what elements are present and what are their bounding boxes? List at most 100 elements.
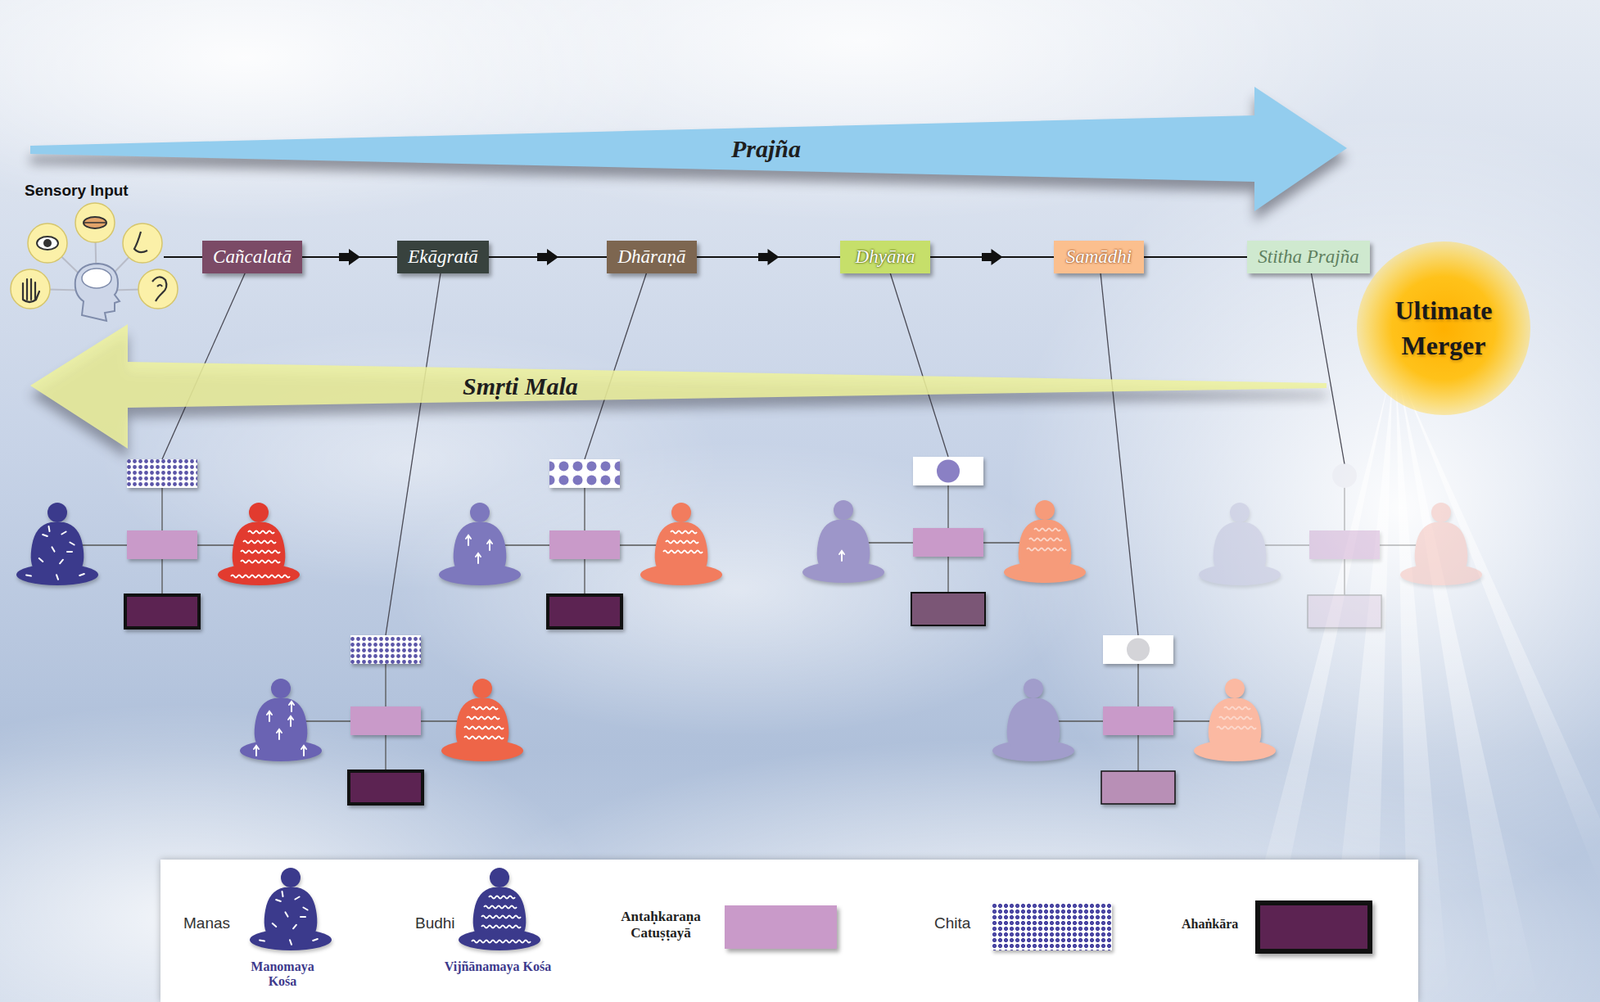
chita-box	[350, 635, 421, 665]
hand-icon	[10, 269, 50, 309]
chita-box	[126, 459, 198, 489]
ear-symbol	[152, 276, 167, 302]
chita-dot	[1126, 638, 1150, 662]
figure-head	[271, 678, 291, 699]
meditating-figure	[438, 502, 521, 586]
manas-arrow	[465, 535, 471, 546]
mind-group	[992, 635, 1276, 805]
legend-label: Manas	[183, 914, 231, 932]
figure-head	[489, 867, 510, 888]
manas-arrow	[475, 553, 481, 564]
figure-head	[280, 867, 301, 888]
manas-arrow	[301, 745, 307, 756]
nose-icon	[122, 223, 163, 263]
ahankara-box	[547, 595, 622, 629]
budhi-wave	[1224, 707, 1251, 710]
antahkarana-box	[549, 530, 620, 560]
ray	[1404, 384, 1600, 885]
sun-circle: Ultimate Merger	[1356, 241, 1531, 416]
mouth-icon	[75, 203, 115, 243]
meditating-figure	[1003, 500, 1086, 584]
figure-head	[671, 502, 692, 523]
meditating-figure	[1198, 502, 1281, 586]
manas-mark	[61, 532, 66, 535]
text-holder: Ahaṅkāra	[1181, 917, 1239, 932]
stage-box: Dhāraṇā	[606, 240, 697, 274]
arrow-band: Smṛti Mala	[30, 324, 1327, 449]
manas-mark	[79, 574, 85, 576]
manas-mark	[293, 925, 297, 930]
manas-mark	[300, 916, 306, 918]
flow-connector	[302, 256, 398, 258]
budhi-wave	[1029, 538, 1063, 542]
manas-arrow	[487, 540, 493, 551]
legend-label: Chita	[934, 914, 971, 932]
kosa-label: Vijñānamaya Kośa	[440, 959, 556, 975]
brain-symbol	[81, 268, 112, 289]
figure-body	[264, 887, 318, 937]
budhi-wave	[471, 940, 531, 944]
manas-mark	[312, 939, 318, 941]
budhi-wave	[481, 916, 521, 919]
manas-arrow	[253, 745, 259, 756]
stage-label: Samādhi	[1066, 246, 1133, 268]
ahankara-box	[348, 771, 423, 805]
ear-icon	[138, 269, 178, 309]
nose-symbol	[134, 231, 148, 253]
text-holder: Sensory Input	[24, 181, 129, 200]
input-label: Sensory Input	[24, 181, 129, 199]
chita-dot	[1332, 463, 1357, 489]
manas-mark	[272, 923, 277, 927]
band-shape	[30, 86, 1347, 212]
manas-mark	[259, 940, 265, 941]
manas-mark	[285, 912, 289, 917]
budhi-wave	[488, 896, 516, 900]
ahankara-box	[1101, 771, 1176, 805]
budhi-wave	[665, 541, 699, 544]
figure-body	[31, 522, 85, 572]
legend-label: Ahaṅkāra	[1181, 917, 1239, 932]
ray	[1400, 384, 1540, 1002]
mind-group	[802, 456, 1086, 626]
manas-mark	[48, 526, 50, 532]
meditating-figure	[16, 502, 99, 586]
text-holder: Budhi	[415, 914, 456, 933]
legend-label: Antaḥkaraṇa Catuṣṭayā	[599, 908, 723, 942]
meditating-figure	[640, 502, 723, 586]
manas-mark	[289, 940, 292, 945]
stage-box: Stitha Prajña	[1247, 240, 1370, 274]
leader-line	[385, 257, 443, 636]
budhi-wave	[471, 707, 498, 710]
flow-connector	[696, 256, 841, 258]
stage-box: Ekāgratā	[397, 240, 489, 274]
figure-body	[232, 522, 286, 572]
manas-mark	[39, 558, 44, 562]
leader-line	[1098, 257, 1139, 636]
figure-body	[254, 698, 308, 748]
band-arrow	[30, 324, 1327, 449]
figure-head	[472, 678, 493, 699]
chita-box	[1102, 635, 1174, 665]
figure-body	[655, 522, 709, 572]
flow-connector	[488, 256, 607, 258]
stage-label: Dhyāna	[855, 246, 916, 268]
text-holder: Chita	[934, 914, 971, 933]
manas-arrow	[289, 701, 294, 712]
figure-body	[1414, 522, 1469, 572]
manas-mark	[294, 897, 299, 900]
meditating-figure	[458, 867, 541, 951]
legend-label: Budhi	[415, 914, 456, 932]
meditating-figure	[441, 678, 524, 762]
figure-head	[1229, 502, 1250, 523]
mouth-line	[83, 221, 107, 224]
hand-symbol	[22, 279, 40, 303]
budhi-wave	[1026, 548, 1067, 552]
manas-mark	[42, 534, 48, 537]
antahkarana-box	[126, 530, 198, 560]
manas-arrow	[288, 716, 294, 727]
chita-box	[912, 456, 984, 486]
budhi-wave	[243, 541, 276, 544]
manas-mark	[302, 908, 308, 911]
manas-mark	[59, 560, 64, 565]
